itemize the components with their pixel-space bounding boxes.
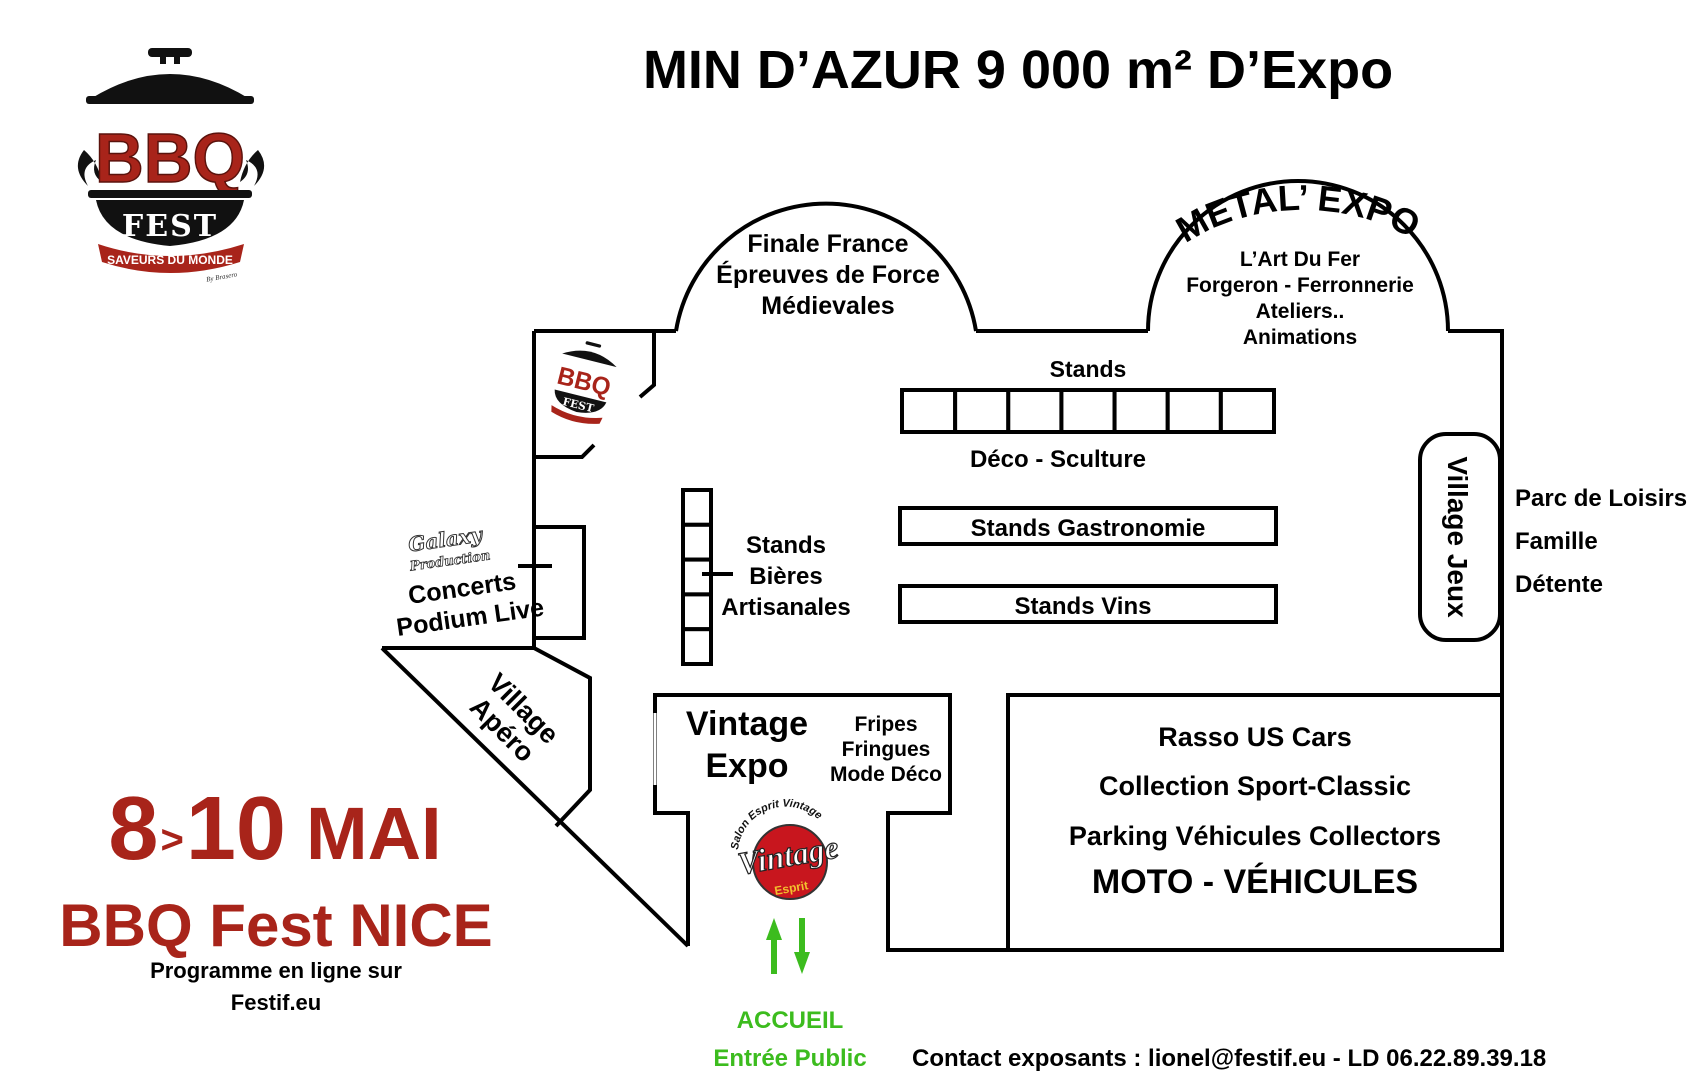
entrance-arrows	[766, 918, 810, 974]
bbq-fest-small-logo: BBQ FEST	[551, 341, 617, 424]
vintage-esprit-logo: Salon Esprit Vintage Vintage Esprit	[729, 798, 842, 900]
zone-vintage-expo[interactable]: Vintage Expo Fripes Fringues Mode Déco S…	[686, 705, 942, 900]
gastronomie-box	[898, 506, 1278, 546]
bbq-fest-logo: BBQ FEST SAVEURS DU MONDE By Brasero	[77, 48, 265, 284]
vintage-title-1: Vintage	[686, 705, 808, 743]
beer-stand-cell[interactable]	[681, 522, 713, 562]
zone-gastronomie[interactable]: Stands Gastronomie	[898, 506, 1278, 546]
logo-fest-text: FEST	[122, 209, 218, 244]
medieval-line-3: Médievales	[761, 292, 894, 320]
entrance-line-2: Entrée Public	[713, 1045, 866, 1072]
beer-stand-column	[681, 488, 713, 667]
vintage-title-2: Expo	[705, 747, 788, 785]
metal-line-1: L’Art Du Fer	[1240, 248, 1360, 271]
vins-label: Stands Vins	[1015, 593, 1152, 620]
metal-line-4: Animations	[1243, 326, 1357, 349]
flame-left-icon	[77, 150, 102, 186]
stage-box	[532, 525, 586, 640]
beer-stand-cell[interactable]	[681, 627, 713, 667]
entrance-line-1: ACCUEIL	[737, 1007, 844, 1034]
vins-box	[898, 584, 1278, 624]
parc-line-2: Famille	[1515, 528, 1598, 555]
arrow-down-icon	[794, 918, 810, 974]
concerts-labels: Galaxy Production Concerts Podium Live	[395, 522, 546, 642]
medieval-line-2: Épreuves de Force	[716, 260, 940, 289]
logo-bbq-text: BBQ	[95, 119, 245, 197]
bieres-line-2: Bières	[749, 563, 822, 590]
parc-line-3: Détente	[1515, 571, 1603, 598]
village-jeux-label: Village Jeux	[1442, 456, 1473, 618]
deco-stand-cell[interactable]	[1059, 388, 1117, 434]
metal-expo-dome	[1146, 179, 1450, 332]
beer-stand-cell[interactable]	[681, 488, 713, 527]
page-title: MIN D’AZUR 9 000 m² D’Expo	[643, 40, 1393, 100]
deco-bottom-label: Déco - Sculture	[970, 446, 1146, 473]
bieres-line-1: Stands	[746, 532, 826, 559]
parc-line-1: Parc de Loisirs	[1515, 485, 1687, 512]
deco-top-label: Stands	[1050, 356, 1127, 382]
zone-vehicules[interactable]: Rasso US Cars Collection Sport-Classic P…	[1006, 693, 1502, 950]
zone-vins[interactable]: Stands Vins	[898, 584, 1278, 624]
zone-deco-stands[interactable]: Stands Déco - Sculture	[900, 356, 1277, 473]
vintage-side-3: Mode Déco	[830, 763, 942, 786]
vehicules-line-1: Rasso US Cars	[1158, 722, 1352, 752]
metal-line-3: Ateliers..	[1256, 300, 1345, 323]
vintage-logo-sub: Esprit	[773, 878, 809, 898]
program-link[interactable]: Festif.eu	[231, 990, 321, 1015]
event-name: BBQ Fest NICE	[59, 892, 492, 959]
gastronomie-label: Stands Gastronomie	[971, 515, 1206, 542]
logo-ribbon-text: SAVEURS DU MONDE	[107, 253, 233, 267]
zone-concerts[interactable]: Galaxy Production Concerts Podium Live	[384, 515, 586, 642]
beer-stand-cell[interactable]	[681, 557, 713, 597]
bbq-room: BBQ FEST	[534, 331, 656, 459]
building-walls	[380, 179, 1504, 952]
contact-info[interactable]: Contact exposants : lionel@festif.eu - L…	[912, 1045, 1546, 1072]
bieres-line-3: Artisanales	[721, 594, 850, 621]
deco-stand-cell[interactable]	[953, 388, 1011, 434]
zone-village-apero[interactable]: Village Apéro	[461, 646, 592, 828]
deco-stand-row	[900, 388, 1277, 434]
village-jeux-box	[1418, 432, 1502, 642]
vehicules-line-2: Collection Sport-Classic	[1099, 771, 1411, 801]
deco-stand-cell[interactable]	[1218, 388, 1277, 434]
program-line-1: Programme en ligne sur	[150, 958, 402, 983]
medieval-line-1: Finale France	[747, 230, 908, 258]
vintage-side-2: Fringues	[842, 738, 931, 761]
vintage-side-1: Fripes	[854, 713, 917, 736]
zone-metal-expo[interactable]: METAL’ EXPO L’Art Du Fer Forgeron - Ferr…	[1169, 177, 1427, 349]
flame-right-icon	[240, 150, 265, 186]
deco-stand-cell[interactable]	[900, 388, 958, 434]
metal-line-2: Forgeron - Ferronnerie	[1186, 274, 1414, 297]
vehicules-line-3: Parking Véhicules Collectors	[1069, 821, 1441, 851]
zone-village-jeux[interactable]: Village Jeux	[1418, 432, 1502, 642]
arrow-up-icon	[766, 918, 782, 974]
metal-expo-heading: METAL’ EXPO	[1169, 177, 1427, 250]
deco-stand-cell[interactable]	[1006, 388, 1064, 434]
logo-byline: By Brasero	[205, 270, 238, 283]
zone-medieval[interactable]: Finale France Épreuves de Force Médieval…	[716, 230, 940, 320]
zone-bieres[interactable]: Stands Bières Artisanales	[681, 488, 851, 667]
deco-stand-cell[interactable]	[1112, 388, 1170, 434]
vehicules-headline: MOTO - VÉHICULES	[1092, 863, 1418, 901]
beer-stand-cell[interactable]	[681, 592, 713, 632]
medieval-dome	[674, 201, 978, 332]
deco-stand-cell[interactable]	[1165, 388, 1223, 434]
zone-parc-loisirs[interactable]: Parc de Loisirs Famille Détente	[1515, 485, 1687, 598]
